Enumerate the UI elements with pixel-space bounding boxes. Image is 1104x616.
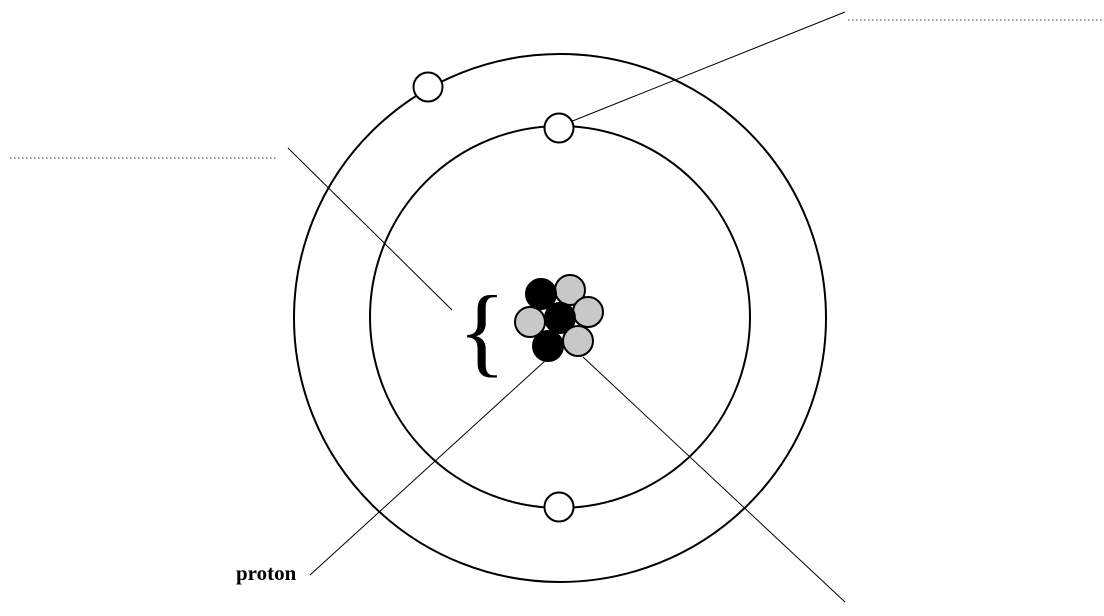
electron-inner-bottom — [543, 491, 575, 523]
proton-label: proton — [236, 561, 297, 585]
proton — [532, 330, 564, 362]
electron-inner-top — [543, 112, 575, 144]
neutron — [572, 296, 604, 328]
leader-line-proton — [309, 359, 547, 576]
nucleus-bracket: { — [458, 275, 506, 386]
neutron — [514, 306, 546, 338]
outer-orbit — [293, 53, 827, 583]
electron-outer-orbit — [412, 71, 444, 103]
leader-line-nucleus — [287, 147, 453, 311]
proton — [525, 278, 557, 310]
leader-line-neutron — [582, 356, 846, 603]
leader-line-electron — [569, 11, 846, 123]
nucleus — [514, 274, 604, 362]
neutron — [562, 325, 594, 357]
